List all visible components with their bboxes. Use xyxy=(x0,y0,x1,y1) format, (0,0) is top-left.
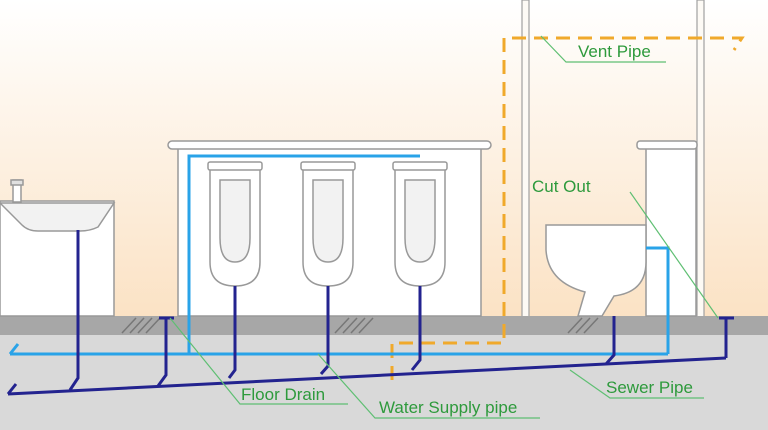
vent-pipe-leader xyxy=(540,35,666,63)
floor-grates xyxy=(121,317,599,334)
floor-drain-leader xyxy=(169,317,348,405)
urinal xyxy=(392,161,448,287)
cut-out-label: Cut Out xyxy=(532,177,591,196)
partition-right xyxy=(696,0,705,319)
water-supply-pipe-label: Water Supply pipe xyxy=(379,398,517,417)
leader-lines xyxy=(169,35,719,419)
floor-slab xyxy=(0,316,768,335)
toilet xyxy=(545,140,698,317)
toilet-tank xyxy=(645,145,697,317)
sewer-pipe-label: Sewer Pipe xyxy=(606,378,693,397)
urinal-ledge xyxy=(167,140,492,150)
urinal xyxy=(300,161,356,287)
faucet-handle xyxy=(10,179,24,186)
water-supply-leader xyxy=(317,353,540,419)
vent-pipe-label: Vent Pipe xyxy=(578,42,651,61)
toilet-bowl xyxy=(545,224,647,317)
water-supply-pipe xyxy=(8,154,670,356)
floor-drain-label: Floor Drain xyxy=(241,385,325,404)
vent-pipe xyxy=(390,36,745,380)
sewer-pipe-leader xyxy=(569,369,704,399)
toilet-lid xyxy=(636,140,698,150)
sink xyxy=(0,179,116,317)
partition-left xyxy=(521,0,530,319)
urinal xyxy=(207,161,263,287)
sink-basin xyxy=(0,202,116,232)
cut-out-leader xyxy=(629,191,719,319)
underfloor-area xyxy=(0,335,768,430)
